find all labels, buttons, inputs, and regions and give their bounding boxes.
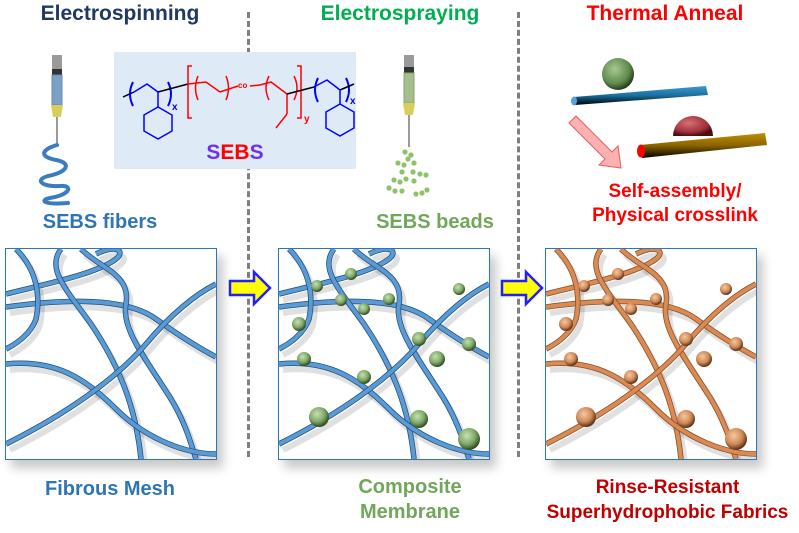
sebs-bead — [345, 268, 357, 280]
electrospraying-syringe-icon — [386, 55, 430, 197]
fused-bead — [725, 428, 747, 450]
composite-caption-line-1: Composite — [358, 476, 462, 498]
composite-caption-line-2: Membrane — [359, 501, 461, 523]
section-divider-2 — [517, 12, 520, 457]
fiber — [326, 249, 416, 459]
fused-bead — [625, 303, 637, 315]
sebs-structure-box: x co y x SEBS — [114, 52, 356, 169]
sebs-bead — [412, 332, 426, 346]
fiber — [279, 361, 489, 456]
sebs-bead — [357, 370, 371, 384]
fiber — [593, 249, 683, 459]
co-label: co — [238, 81, 247, 90]
electrospraying-title: Electrospraying — [320, 2, 480, 25]
fibrous-mesh-image — [6, 249, 216, 459]
fused-bead — [624, 370, 638, 384]
fused-bead — [696, 351, 712, 367]
rinse-caption-line-2: Superhydrophobic Fabrics — [546, 502, 789, 523]
electrospinning-syringe-icon — [38, 55, 71, 206]
section-divider-1 — [247, 12, 250, 457]
fiber — [352, 249, 471, 459]
fiber — [6, 282, 216, 446]
fiber — [6, 299, 216, 359]
sebs-chemical-structure: x co y x — [122, 65, 356, 140]
sebs-bead — [297, 352, 311, 366]
process-arrow-2 — [500, 268, 544, 308]
fused-bead — [564, 352, 578, 366]
fused-bead — [602, 294, 614, 306]
fiber-shadow — [549, 304, 756, 365]
fused-bead — [729, 337, 743, 351]
fiber — [6, 249, 40, 351]
sebs-fibers-caption: SEBS fibers — [42, 211, 158, 233]
sebs-bead — [335, 294, 347, 306]
fused-bead — [720, 283, 732, 295]
fiber — [279, 249, 313, 351]
fiber — [6, 361, 216, 456]
fiber — [546, 249, 580, 351]
sebs-bead — [458, 428, 480, 450]
self-assembly-line-2: Physical crosslink — [592, 205, 758, 226]
composite-membrane-panel — [278, 248, 490, 460]
fiber — [79, 249, 198, 459]
sebs-label-s2: S — [249, 141, 264, 164]
fiber-shadow — [9, 304, 216, 365]
sebs-bead — [453, 283, 465, 295]
thermal-anneal-title: Thermal Anneal — [586, 2, 744, 25]
sebs-bead — [383, 293, 395, 305]
rinse-caption-line-1: Rinse-Resistant — [595, 477, 740, 498]
fiber — [546, 361, 756, 456]
superhydrophobic-fabric-image — [546, 249, 756, 459]
fiber-shadow — [282, 304, 489, 365]
sebs-bead — [311, 280, 323, 292]
fiber — [619, 249, 738, 459]
fiber — [53, 249, 143, 459]
superhydrophobic-fabric-panel — [545, 248, 757, 460]
electrospinning-title: Electrospinning — [40, 2, 200, 25]
sebs-bead — [410, 410, 428, 428]
sebs-bead — [358, 303, 370, 315]
rinse-resistant-caption: Rinse-Resistant Superhydrophobic Fabrics — [540, 475, 795, 525]
composite-membrane-caption: Composite Membrane — [330, 475, 490, 525]
subscript-x-right: x — [350, 96, 356, 107]
sebs-beads-caption: SEBS beads — [376, 211, 494, 233]
fused-bead — [650, 293, 662, 305]
fused-bead — [559, 317, 573, 331]
subscript-x-left: x — [172, 102, 178, 113]
sebs-bead — [462, 337, 476, 351]
self-assembly-caption: Self-assembly/ Physical crosslink — [560, 180, 790, 228]
sebs-bead — [309, 407, 329, 427]
thermal-anneal-illustration — [568, 58, 767, 169]
fused-bead — [677, 410, 695, 428]
composite-membrane-image — [279, 249, 489, 459]
fibrous-mesh-caption: Fibrous Mesh — [44, 478, 175, 500]
fused-bead — [679, 332, 693, 346]
fused-bead — [578, 280, 590, 292]
process-arrow-1 — [228, 268, 272, 308]
sebs-bead — [292, 317, 306, 331]
fibrous-mesh-panel — [5, 248, 217, 460]
subscript-y: y — [304, 114, 310, 125]
sebs-bead — [429, 351, 445, 367]
sebs-label-eb: EB — [220, 141, 250, 164]
sebs-label: SEBS — [114, 141, 356, 165]
fused-bead — [612, 268, 624, 280]
sebs-label-s1: S — [206, 141, 221, 164]
fused-bead — [576, 407, 596, 427]
self-assembly-line-1: Self-assembly/ — [608, 181, 742, 202]
